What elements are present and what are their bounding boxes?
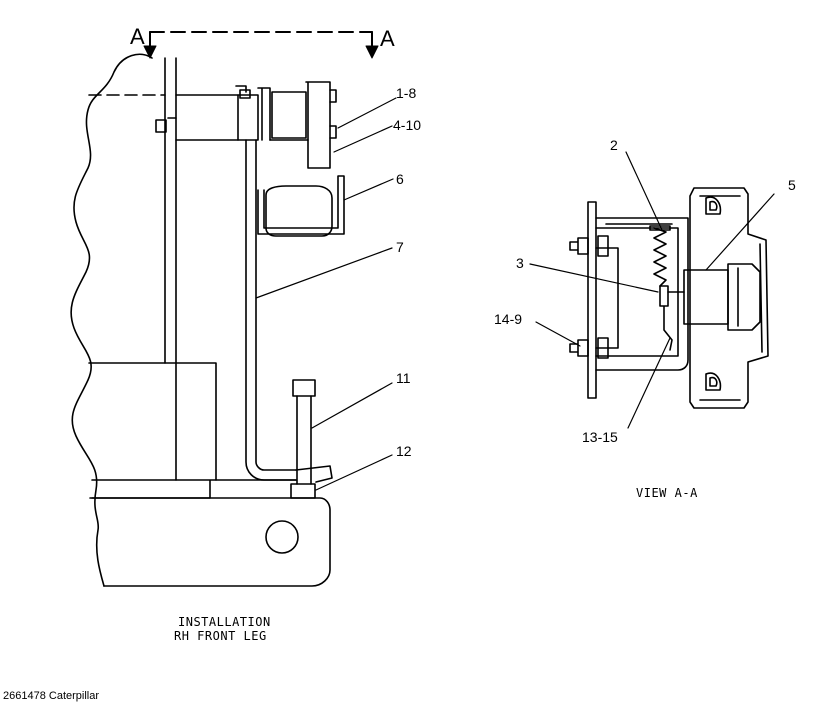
vertical-plate [587, 201, 597, 399]
leg-column [164, 57, 177, 481]
view-a-a-drawing [569, 187, 769, 409]
bracket-6 [265, 185, 333, 237]
section-mark-left: A [130, 24, 145, 49]
installation-drawing [70, 31, 379, 587]
callout-2: 2 [610, 137, 618, 153]
spring-2 [653, 227, 667, 287]
callout-5: 5 [788, 177, 796, 193]
top-bracket [167, 94, 259, 141]
switch-5 [683, 263, 761, 331]
callout-1-8: 1-8 [396, 85, 416, 101]
leg-break-line [70, 53, 153, 587]
callout-7: 7 [396, 239, 404, 255]
leader-lines [255, 97, 775, 491]
callout-3: 3 [516, 255, 524, 271]
caption-view: VIEW A-A [636, 486, 698, 500]
section-mark-right: A [380, 26, 395, 51]
frame-hole [265, 520, 299, 554]
callout-11: 11 [396, 370, 411, 386]
lever-3 [659, 285, 673, 351]
bolts-14-9 [569, 235, 609, 359]
callout-4-10: 4-10 [393, 117, 421, 133]
callout-13-15: 13-15 [582, 429, 618, 445]
caption-installation-line2: RH FRONT LEG [174, 629, 267, 643]
nut-12 [290, 483, 316, 499]
section-line [143, 31, 379, 59]
rod-7 [245, 139, 297, 481]
switch-assembly [269, 81, 337, 169]
callout-14-9: 14-9 [494, 311, 522, 327]
caption-installation-line1: INSTALLATION [178, 615, 271, 629]
callout-12: 12 [396, 443, 412, 459]
mounting-plate [689, 187, 769, 409]
bolt-11 [292, 379, 316, 485]
callout-6: 6 [396, 171, 404, 187]
frame-bottom [89, 497, 331, 587]
footer-caption: 2661478 Caterpillar [3, 690, 100, 702]
